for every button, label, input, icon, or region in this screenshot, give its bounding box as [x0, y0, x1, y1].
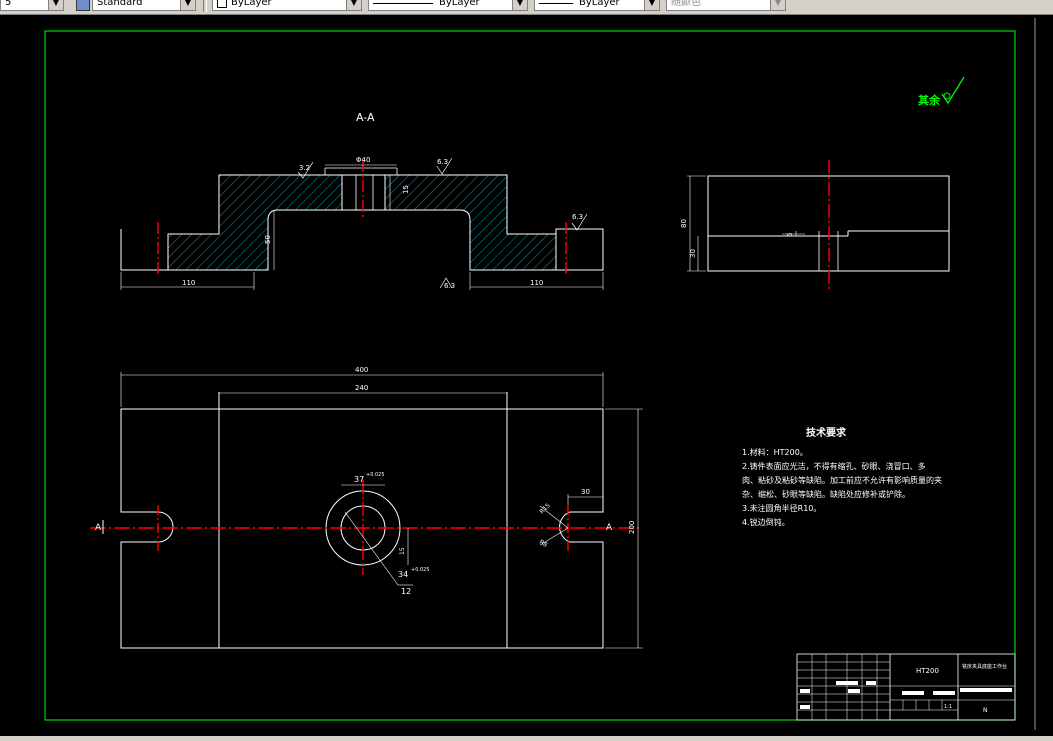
chevron-down-icon[interactable]: ▼ — [512, 0, 527, 10]
title-block-frame — [796, 653, 1016, 721]
linetype-combo[interactable]: ByLayer ▼ — [368, 0, 528, 11]
plan-dim-34: 34 — [398, 570, 408, 579]
leader-r15 — [539, 505, 569, 529]
drawing-canvas[interactable]: A-A 其余 110 110 50 — [0, 15, 1053, 736]
plan-outline — [120, 408, 604, 649]
tech-requirement-line: 杂、缩松、砂眼等缺陷。缺陷处应修补或铲除。 — [742, 489, 910, 499]
plan-dim-r8: R8 — [538, 539, 549, 549]
tech-requirements-title: 技术要求 — [806, 426, 847, 439]
chevron-down-icon[interactable]: ▼ — [180, 0, 195, 10]
title-block-text-bar — [960, 688, 1012, 692]
side-dim-30: 30 — [689, 249, 697, 258]
roughness-mark-4: 6.3 — [439, 277, 455, 290]
chevron-down-icon[interactable]: ▼ — [770, 0, 785, 10]
roughness-mark-3: 6.3 — [571, 213, 588, 231]
section-outline — [120, 174, 604, 271]
tech-requirement-line: 1.材料：HT200。 — [742, 447, 808, 457]
layer-color-combo[interactable]: ByLayer ▼ — [212, 0, 362, 11]
drawing-border — [44, 30, 1016, 721]
title-block: HT200 铣床夹具底座工作台 1:1 N — [796, 653, 1016, 721]
plan-tol-34: +0.025 — [411, 567, 430, 573]
roughness-other-symbol: 其余 — [918, 76, 965, 107]
plot-style-combo[interactable]: 随颜色 ▼ — [666, 0, 786, 11]
roughness-value: 6.3 — [444, 282, 455, 290]
lineweight-combo[interactable]: ByLayer ▼ — [534, 0, 660, 11]
linetype-value: ByLayer — [439, 0, 480, 8]
tech-requirement-line: 3.未注圆角半径R10。 — [742, 503, 821, 513]
tech-requirement-line: 肉、粘砂及粘砂等缺陷。加工前应不允许有影响质量的夹 — [742, 475, 942, 485]
title-block-part-name: 铣床夹具底座工作台 — [962, 663, 1007, 670]
plan-dim-240: 240 — [355, 384, 368, 392]
section-title: A-A — [356, 111, 375, 124]
toolbar-separator — [203, 0, 207, 12]
leader-34 — [344, 511, 399, 586]
roughness-mark-2: 6.3 — [436, 157, 453, 175]
dim-110-right: 110 — [530, 279, 543, 287]
tech-requirement-line: 2.铸件表面应光洁，不得有缩孔、砂眼、浇冒口、多 — [742, 461, 926, 471]
title-block-text-bar — [902, 691, 924, 695]
side-view: 80 30 5 — [680, 160, 950, 290]
color-swatch-icon — [217, 0, 227, 8]
hatch-left — [168, 175, 342, 270]
plan-dim-400: 400 — [355, 366, 368, 374]
roughness-value: 3.2 — [299, 164, 310, 172]
plot-style-value: 随颜色 — [671, 0, 701, 8]
roughness-symbol-icon — [571, 213, 588, 231]
dim-phi40: Φ40 — [356, 156, 370, 164]
title-block-material: HT200 — [916, 667, 939, 675]
title-block-text-bar — [933, 691, 955, 695]
title-block-scale: 1:1 — [944, 704, 952, 710]
title-block-text-bar — [800, 705, 810, 709]
roughness-value: 6.3 — [437, 158, 448, 166]
linetype-preview — [373, 3, 433, 4]
roughness-symbol-icon — [439, 277, 453, 289]
title-block-text-bar — [866, 681, 876, 685]
roughness-value: 6.3 — [572, 213, 583, 221]
roughness-symbol-icon — [436, 157, 453, 175]
section-mark-right: A — [606, 523, 613, 533]
text-style-combo[interactable]: Standard ▼ — [92, 0, 196, 11]
dimension-style-combo[interactable]: 5 ▼ — [0, 0, 64, 11]
side-dim-5: 5 — [786, 233, 794, 237]
lineweight-value: ByLayer — [579, 0, 620, 8]
roughness-circle-icon — [943, 92, 951, 100]
tech-requirement-line: 4.锐边倒钝。 — [742, 517, 790, 527]
chevron-down-icon[interactable]: ▼ — [346, 0, 361, 10]
roughness-check-icon — [941, 76, 965, 105]
text-style-value: Standard — [97, 0, 143, 8]
dimension-style-value: 5 — [5, 0, 12, 8]
plan-dim-200: 200 — [628, 521, 636, 534]
lineweight-preview — [539, 3, 573, 4]
section-view: 110 110 50 Φ40 15 3.2 6.3 6.3 6.3 — [120, 156, 604, 290]
status-bar — [0, 736, 1053, 741]
dim-15: 15 — [402, 185, 410, 194]
title-block-text-bar — [800, 689, 810, 693]
plan-dim-37: 37 — [354, 475, 364, 484]
dim-110-left: 110 — [182, 279, 195, 287]
properties-toolbar: 5 ▼ Standard ▼ ByLayer ▼ ByLayer ▼ ByLay… — [0, 0, 1053, 15]
plan-view: A A 400 240 200 30 37 +0.025 15 34 +0.02… — [90, 366, 643, 649]
section-mark-left: A — [95, 523, 102, 533]
layer-color-value: ByLayer — [231, 0, 272, 8]
title-block-text-bar — [848, 689, 860, 693]
chevron-down-icon[interactable]: ▼ — [48, 0, 63, 10]
leader-r8 — [539, 527, 569, 546]
plan-dim-30: 30 — [581, 488, 590, 496]
plan-dim-15v: 15 — [399, 547, 406, 555]
roughness-mark-1: 3.2 — [297, 161, 314, 179]
roughness-symbol-icon — [297, 161, 314, 179]
plan-tol-37: +0.025 — [366, 472, 385, 478]
plan-dim-12: 12 — [401, 587, 411, 596]
side-dim-80: 80 — [680, 219, 688, 228]
roughness-other-label: 其余 — [918, 93, 941, 107]
dim-50: 50 — [264, 235, 272, 244]
text-style-icon[interactable] — [76, 0, 90, 11]
title-block-sheet: N — [983, 707, 988, 714]
tech-requirements: 技术要求 1.材料：HT200。 2.铸件表面应光洁，不得有缩孔、砂眼、浇冒口、… — [742, 426, 942, 527]
chevron-down-icon[interactable]: ▼ — [644, 0, 659, 10]
title-block-text-bar — [836, 681, 858, 685]
